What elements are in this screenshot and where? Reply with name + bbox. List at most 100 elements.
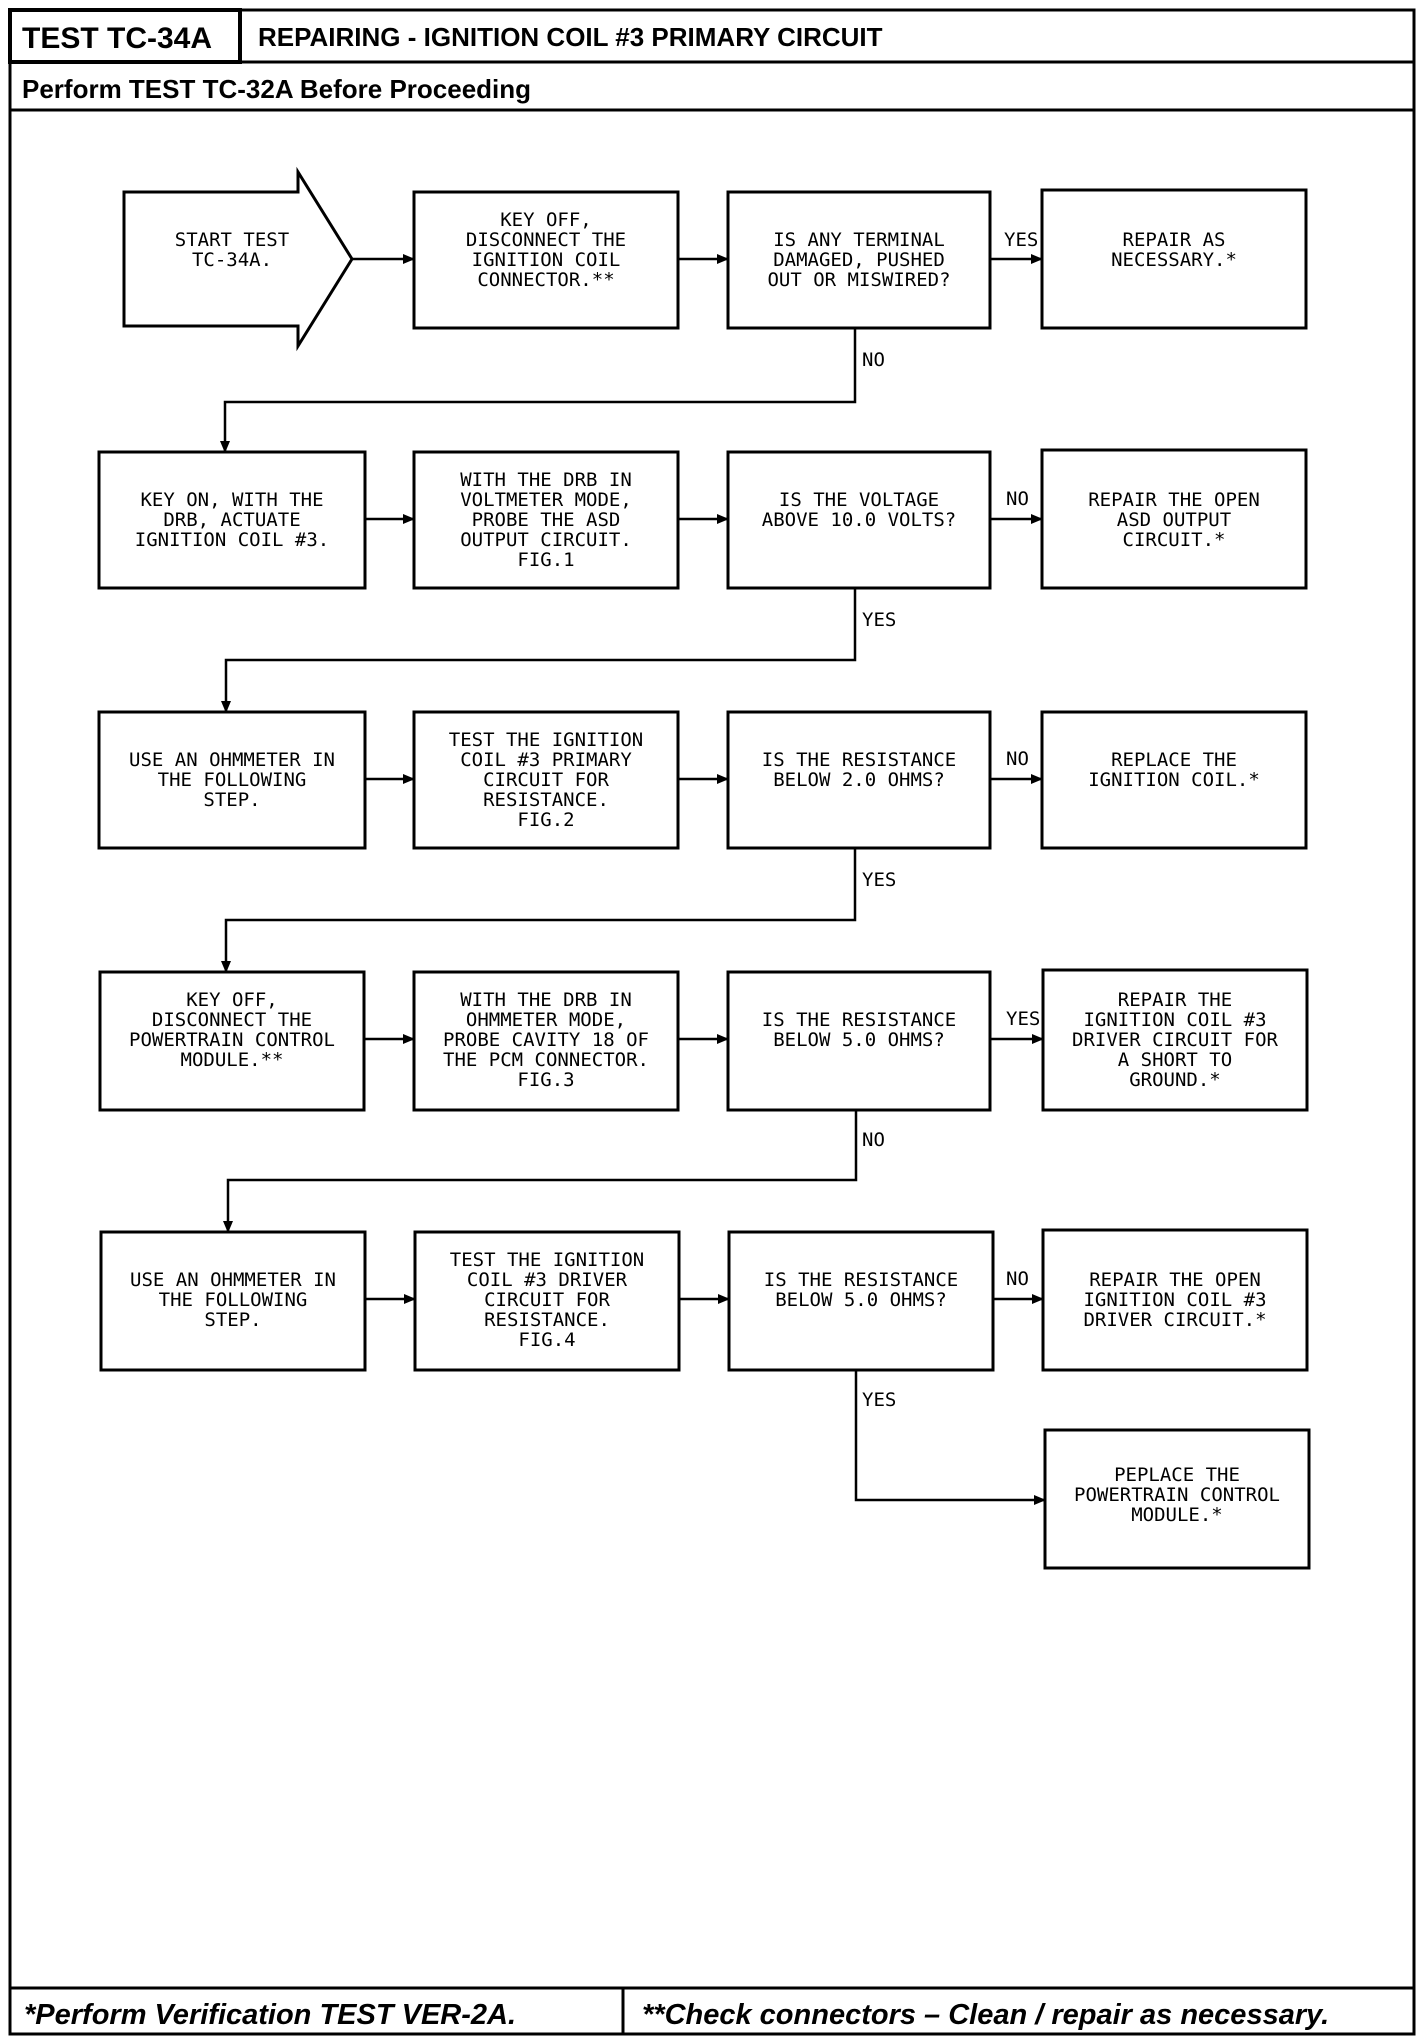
node-text-line: FIG.1: [517, 549, 574, 571]
branch-label-no: NO: [1006, 748, 1029, 770]
step-use-ohmmeter-2: [99, 1230, 367, 1372]
node-text-line: DRIVER CIRCUIT FOR: [1072, 1029, 1278, 1051]
result-repair-as-necessary: [1040, 188, 1308, 330]
node-text-line: CIRCUIT FOR: [483, 769, 609, 791]
node-text-line: FIG.4: [518, 1329, 575, 1351]
node-text-line: ABOVE 10.0 VOLTS?: [762, 509, 956, 531]
result-repair-open-asd: [1040, 448, 1308, 590]
page-title: REPAIRING - IGNITION COIL #3 PRIMARY CIR…: [258, 22, 883, 52]
node-text-line: REPLACE THE: [1111, 749, 1237, 771]
node-text-line: WITH THE DRB IN: [460, 469, 632, 491]
branch-label-no: NO: [862, 349, 885, 371]
node-text-line: DRIVER CIRCUIT.*: [1083, 1309, 1266, 1331]
node-text-line: REPAIR THE OPEN: [1089, 1269, 1261, 1291]
node-text-line: VOLTMETER MODE,: [460, 489, 632, 511]
result-repair-driver-short: [1041, 968, 1309, 1112]
start-node: [122, 166, 354, 352]
page-border: [8, 8, 1416, 2036]
step-probe-asd-output: [412, 450, 680, 590]
node-text-line: WITH THE DRB IN: [460, 989, 632, 1011]
node-text-line: COIL #3 PRIMARY: [460, 749, 632, 771]
node-text-line: BELOW 2.0 OHMS?: [773, 769, 945, 791]
node-text-line: THE PCM CONNECTOR.: [443, 1049, 649, 1071]
node-text-line: GROUND.*: [1129, 1069, 1221, 1091]
node-text-line: IS THE RESISTANCE: [764, 1269, 958, 1291]
footer-note-verification: *Perform Verification TEST VER-2A.: [24, 1999, 516, 2031]
node-text-line: PROBE THE ASD: [472, 509, 621, 531]
node-text-line: IGNITION COIL.*: [1088, 769, 1260, 791]
branch-label-no: NO: [1006, 1268, 1029, 1290]
node-text-line: START TEST: [175, 229, 289, 251]
node-text-line: STEP.: [204, 1309, 261, 1331]
branch-label-yes: YES: [862, 609, 896, 631]
node-text-line: REPAIR THE OPEN: [1088, 489, 1260, 511]
node-text-line: PEPLACE THE: [1114, 1464, 1240, 1486]
result-repair-open-driver: [1041, 1228, 1309, 1372]
node-text-line: CIRCUIT FOR: [484, 1289, 610, 1311]
node-text-line: RESISTANCE.: [484, 1309, 610, 1331]
node-text-line: MODULE.**: [181, 1049, 284, 1071]
branch-label-no: NO: [862, 1129, 885, 1151]
branch-label-no: NO: [1006, 488, 1029, 510]
node-text-line: REPAIR AS: [1123, 229, 1226, 251]
node-text-line: NECESSARY.*: [1111, 249, 1237, 271]
step-key-off-disconnect-pcm: [98, 970, 366, 1112]
test-id: TEST TC-34A: [22, 22, 212, 55]
node-text-line: TC-34A.: [192, 249, 272, 271]
node-text-line: DISCONNECT THE: [466, 229, 626, 251]
node-text-line: TEST THE IGNITION: [450, 1249, 644, 1271]
node-text-line: TEST THE IGNITION: [449, 729, 643, 751]
node-text-line: OHMMETER MODE,: [466, 1009, 626, 1031]
node-text-line: IS ANY TERMINAL: [773, 229, 945, 251]
node-text-line: MODULE.*: [1131, 1504, 1223, 1526]
node-text-line: STEP.: [203, 789, 260, 811]
node-text-line: IGNITION COIL #3: [1083, 1289, 1266, 1311]
node-text-line: FIG.2: [517, 809, 574, 831]
node-text-line: DRB, ACTUATE: [163, 509, 300, 531]
node-text-line: USE AN OHMMETER IN: [129, 749, 335, 771]
connector: [221, 848, 857, 973]
connector: [220, 328, 857, 453]
node-text-line: THE FOLLOWING: [158, 769, 307, 791]
node-text-line: DAMAGED, PUSHED: [773, 249, 945, 271]
node-text-line: IS THE VOLTAGE: [779, 489, 939, 511]
step-use-ohmmeter-1: [97, 710, 367, 850]
prerequisite-note: Perform TEST TC-32A Before Proceeding: [22, 74, 531, 104]
connector: [854, 1370, 1046, 1505]
node-text-line: USE AN OHMMETER IN: [130, 1269, 336, 1291]
decision-terminal-damaged: [726, 190, 992, 330]
node-text-line: OUT OR MISWIRED?: [767, 269, 950, 291]
decision-resistance-below-5-a: [726, 970, 992, 1112]
node-text-line: ASD OUTPUT: [1117, 509, 1231, 531]
connector: [223, 1110, 858, 1233]
result-replace-ignition-coil: [1040, 710, 1308, 850]
node-text-line: IS THE RESISTANCE: [762, 1009, 956, 1031]
node-text-line: KEY OFF,: [500, 209, 592, 231]
node-text-line: KEY ON, WITH THE: [140, 489, 323, 511]
node-text-line: THE FOLLOWING: [159, 1289, 308, 1311]
node-text-line: POWERTRAIN CONTROL: [129, 1029, 335, 1051]
decision-resistance-below-5-b: [727, 1230, 995, 1372]
branch-label-yes: YES: [1006, 1008, 1040, 1030]
branch-label-yes: YES: [862, 869, 896, 891]
